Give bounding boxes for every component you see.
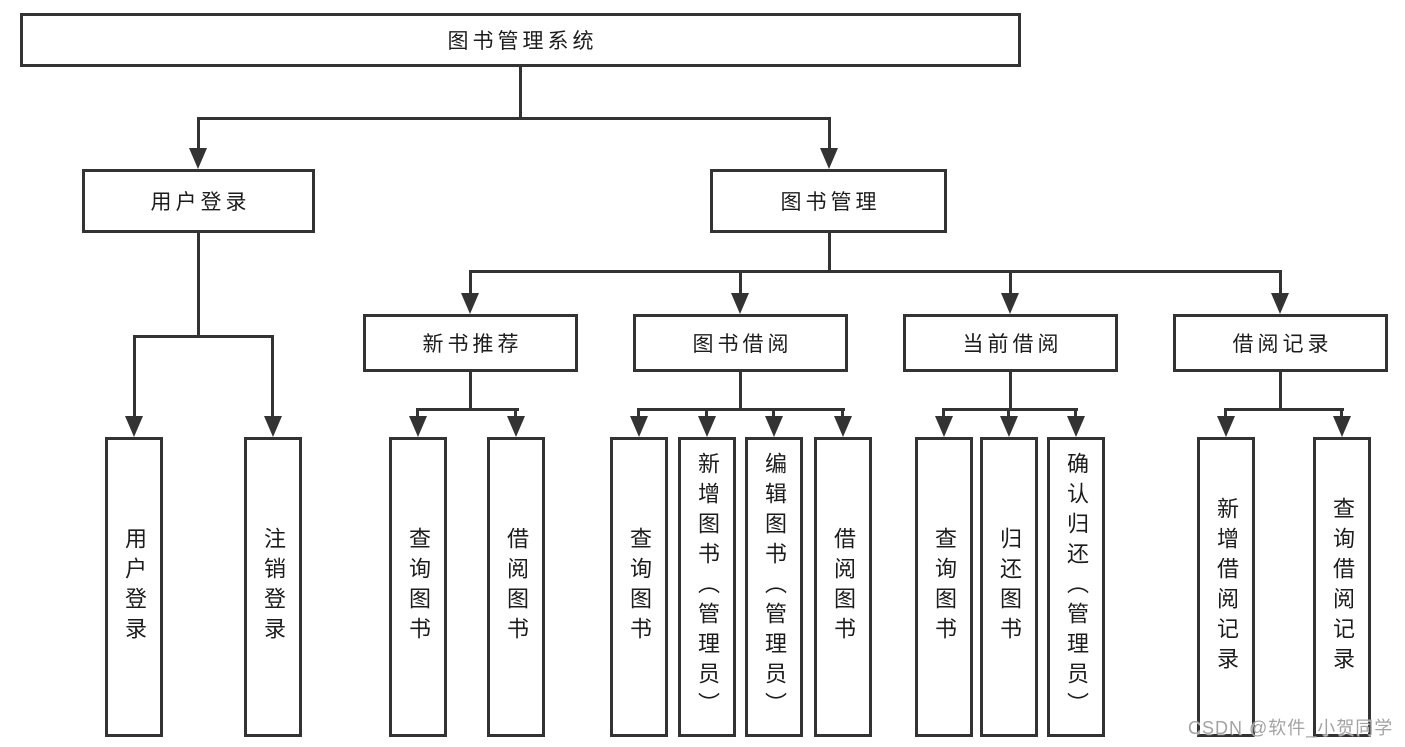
connector-line [416,408,419,420]
arrow-down-icon [765,416,783,437]
connector-line [772,408,775,420]
arrow-down-icon [1333,416,1351,437]
arrow-down-icon [935,416,953,437]
leaf-add-borrow-record: 新增借阅记录 [1197,437,1255,737]
connector-line [1074,408,1077,420]
arrow-down-icon [189,148,207,169]
leaf-query-borrow-record: 查询借阅记录 [1313,437,1371,737]
leaf-borrow-books: 借阅图书 [814,437,872,737]
connector-line [271,335,274,420]
connector-line [197,117,200,151]
arrow-down-icon [1001,293,1019,314]
arrow-down-icon [834,416,852,437]
node-user-login: 用户登录 [82,169,315,233]
node-label: 用户登录 [150,191,251,214]
arrow-down-icon [409,416,427,437]
connector-line [469,270,472,296]
leaf-logout: 注销登录 [244,437,302,737]
node-new-book-recommend: 新书推荐 [363,314,578,372]
node-root-system: 图书管理系统 [20,13,1021,67]
node-label: 图书管理系统 [447,30,598,53]
node-label: 新书推荐 [422,333,523,356]
connector-line [828,233,831,272]
connector-line [1224,408,1344,411]
connector-line [637,408,640,420]
node-book-borrow: 图书借阅 [633,314,848,372]
connector-line [469,270,1282,273]
arrow-down-icon [1000,416,1018,437]
connector-line [942,408,945,420]
connector-line [519,67,522,117]
leaf-label: 用户登录 [122,527,147,647]
connector-line [197,117,831,120]
connector-line [1340,408,1343,420]
connector-line [637,408,845,411]
leaf-label: 注销登录 [261,527,286,647]
node-borrow-records: 借阅记录 [1173,314,1388,372]
arrow-down-icon [698,416,716,437]
leaf-edit-books-admin: 编辑图书（管理员） [745,437,803,737]
connector-line [1007,408,1010,420]
arrow-down-icon [125,416,143,437]
leaf-label: 确认归还（管理员） [1064,452,1089,722]
connector-line [133,335,136,420]
connector-line [1279,372,1282,411]
leaf-label: 查询图书 [932,527,957,647]
arrow-down-icon [731,293,749,314]
leaf-label: 查询图书 [406,527,431,647]
connector-line [514,408,517,420]
connector-line [942,408,1078,411]
connector-line [469,372,472,411]
connector-line [739,372,742,411]
leaf-query-books-borrow: 查询图书 [610,437,668,737]
node-label: 当前借阅 [962,333,1063,356]
leaf-label: 新增图书（管理员） [695,452,720,722]
leaf-label: 编辑图书（管理员） [762,452,787,722]
leaf-add-books-admin: 新增图书（管理员） [678,437,736,737]
arrow-down-icon [1271,293,1289,314]
arrow-down-icon [264,416,282,437]
node-label: 借阅记录 [1232,333,1333,356]
arrow-down-icon [630,416,648,437]
arrow-down-icon [1067,416,1085,437]
leaf-label: 借阅图书 [504,527,529,647]
connector-line [416,408,519,411]
leaf-label: 借阅图书 [831,527,856,647]
node-current-borrow: 当前借阅 [903,314,1118,372]
csdn-watermark: CSDN @软件_小贺同学 [1188,718,1394,738]
arrow-down-icon [1217,416,1235,437]
arrow-down-icon [507,416,525,437]
leaf-label: 归还图书 [997,527,1022,647]
connector-line [1224,408,1227,420]
connector-line [1279,270,1282,296]
leaf-label: 查询借阅记录 [1330,497,1355,677]
leaf-confirm-return-admin: 确认归还（管理员） [1047,437,1105,737]
arrow-down-icon [461,293,479,314]
leaf-user-login: 用户登录 [105,437,163,737]
leaf-return-books: 归还图书 [980,437,1038,737]
connector-line [133,335,274,338]
leaf-label: 查询图书 [627,527,652,647]
connector-line [1009,372,1012,411]
leaf-label: 新增借阅记录 [1214,497,1239,677]
connector-line [197,233,200,335]
connector-line [739,270,742,296]
node-label: 图书借阅 [692,333,793,356]
connector-line [828,117,831,151]
connector-line [841,408,844,420]
leaf-query-books-current: 查询图书 [915,437,973,737]
node-book-management: 图书管理 [710,169,947,233]
arrow-down-icon [820,148,838,169]
connector-line [705,408,708,420]
connector-line [1009,270,1012,296]
leaf-query-books-recommend: 查询图书 [389,437,447,737]
leaf-borrow-books-recommend: 借阅图书 [487,437,545,737]
node-label: 图书管理 [780,191,881,214]
